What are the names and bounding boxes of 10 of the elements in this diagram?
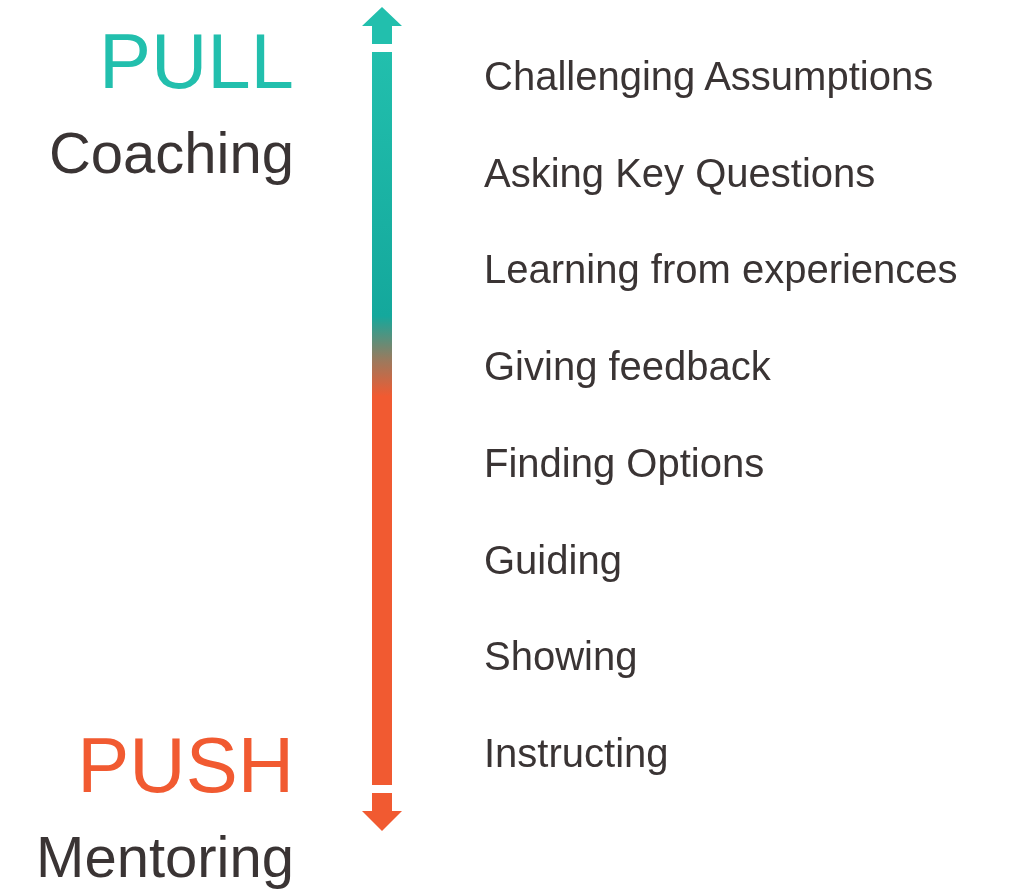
- skill-label: Challenging Assumptions: [484, 56, 934, 96]
- pull-heading: PULL: [97, 22, 294, 100]
- skill-label: Guiding: [484, 539, 622, 580]
- skill-label: Instructing: [484, 732, 669, 773]
- skill-label: Showing: [484, 636, 638, 677]
- skill-label: Learning from experiences: [484, 249, 958, 290]
- skill-label: Finding Options: [484, 442, 765, 483]
- push-heading: PUSH: [76, 726, 294, 804]
- skill-label: Asking Key Questions: [484, 152, 876, 193]
- skill-label: Giving feedback: [484, 346, 771, 387]
